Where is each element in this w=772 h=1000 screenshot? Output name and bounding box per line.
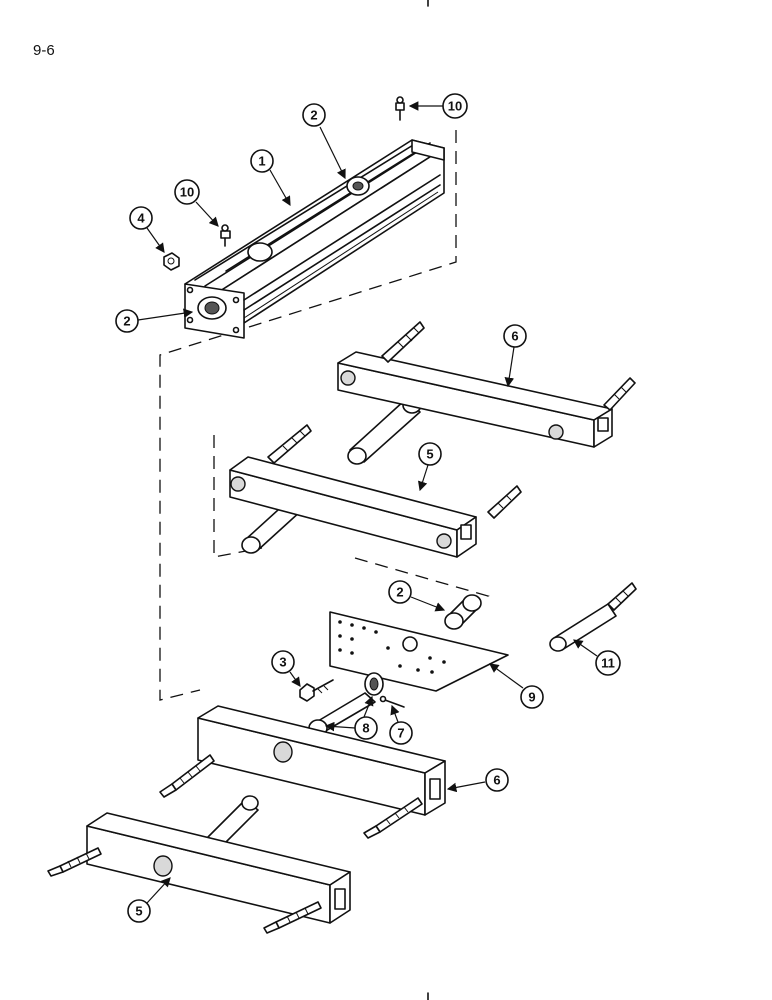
svg-text:9: 9 xyxy=(528,690,535,705)
callout-5-upper: 5 xyxy=(417,442,442,492)
callout-2-top: 2 xyxy=(302,103,346,180)
svg-text:6: 6 xyxy=(493,773,500,788)
svg-text:7: 7 xyxy=(397,726,404,741)
callout-7: 7 xyxy=(389,704,413,745)
svg-text:10: 10 xyxy=(448,99,462,114)
hex-nut xyxy=(163,252,180,271)
callout-5-lower: 5 xyxy=(127,877,171,923)
washer xyxy=(364,672,384,696)
callout-11: 11 xyxy=(573,639,621,676)
assembly-outline-upper xyxy=(159,130,457,701)
callout-1: 1 xyxy=(250,149,291,207)
callout-3: 3 xyxy=(271,650,301,687)
callout-2-bushing: 2 xyxy=(388,580,446,612)
cotter-pin xyxy=(379,695,405,708)
callout-10-top: 10 xyxy=(408,93,468,119)
svg-text:2: 2 xyxy=(123,314,130,329)
axle-beam-bottom xyxy=(47,795,351,934)
callout-10-left: 10 xyxy=(174,179,219,227)
axle-beam-middle xyxy=(229,424,522,558)
callout-6-upper: 6 xyxy=(503,324,527,388)
svg-text:3: 3 xyxy=(279,655,286,670)
svg-text:1: 1 xyxy=(258,154,265,169)
callout-2-left: 2 xyxy=(115,308,194,333)
callout-8: 8 xyxy=(324,695,378,740)
grease-fitting-left xyxy=(220,224,231,247)
page-number: 9-6 xyxy=(33,42,55,59)
spindle-loose xyxy=(549,582,637,652)
callout-6-lower: 6 xyxy=(446,768,509,793)
svg-text:11: 11 xyxy=(601,656,615,671)
grease-fitting-top xyxy=(395,96,405,121)
callout-9: 9 xyxy=(489,663,544,709)
mounting-plate xyxy=(329,611,509,692)
svg-text:5: 5 xyxy=(135,904,142,919)
axle-beam-lower xyxy=(159,692,446,839)
svg-text:4: 4 xyxy=(137,211,145,226)
svg-text:5: 5 xyxy=(426,447,433,462)
svg-text:10: 10 xyxy=(180,185,194,200)
frame-assembly xyxy=(184,139,445,339)
bolt xyxy=(299,679,334,702)
svg-text:2: 2 xyxy=(310,108,317,123)
svg-text:2: 2 xyxy=(396,585,403,600)
svg-text:6: 6 xyxy=(511,329,518,344)
axle-beam-upper xyxy=(337,321,636,465)
svg-text:8: 8 xyxy=(362,721,369,736)
callout-4: 4 xyxy=(129,206,165,253)
bushing-loose xyxy=(444,594,482,630)
